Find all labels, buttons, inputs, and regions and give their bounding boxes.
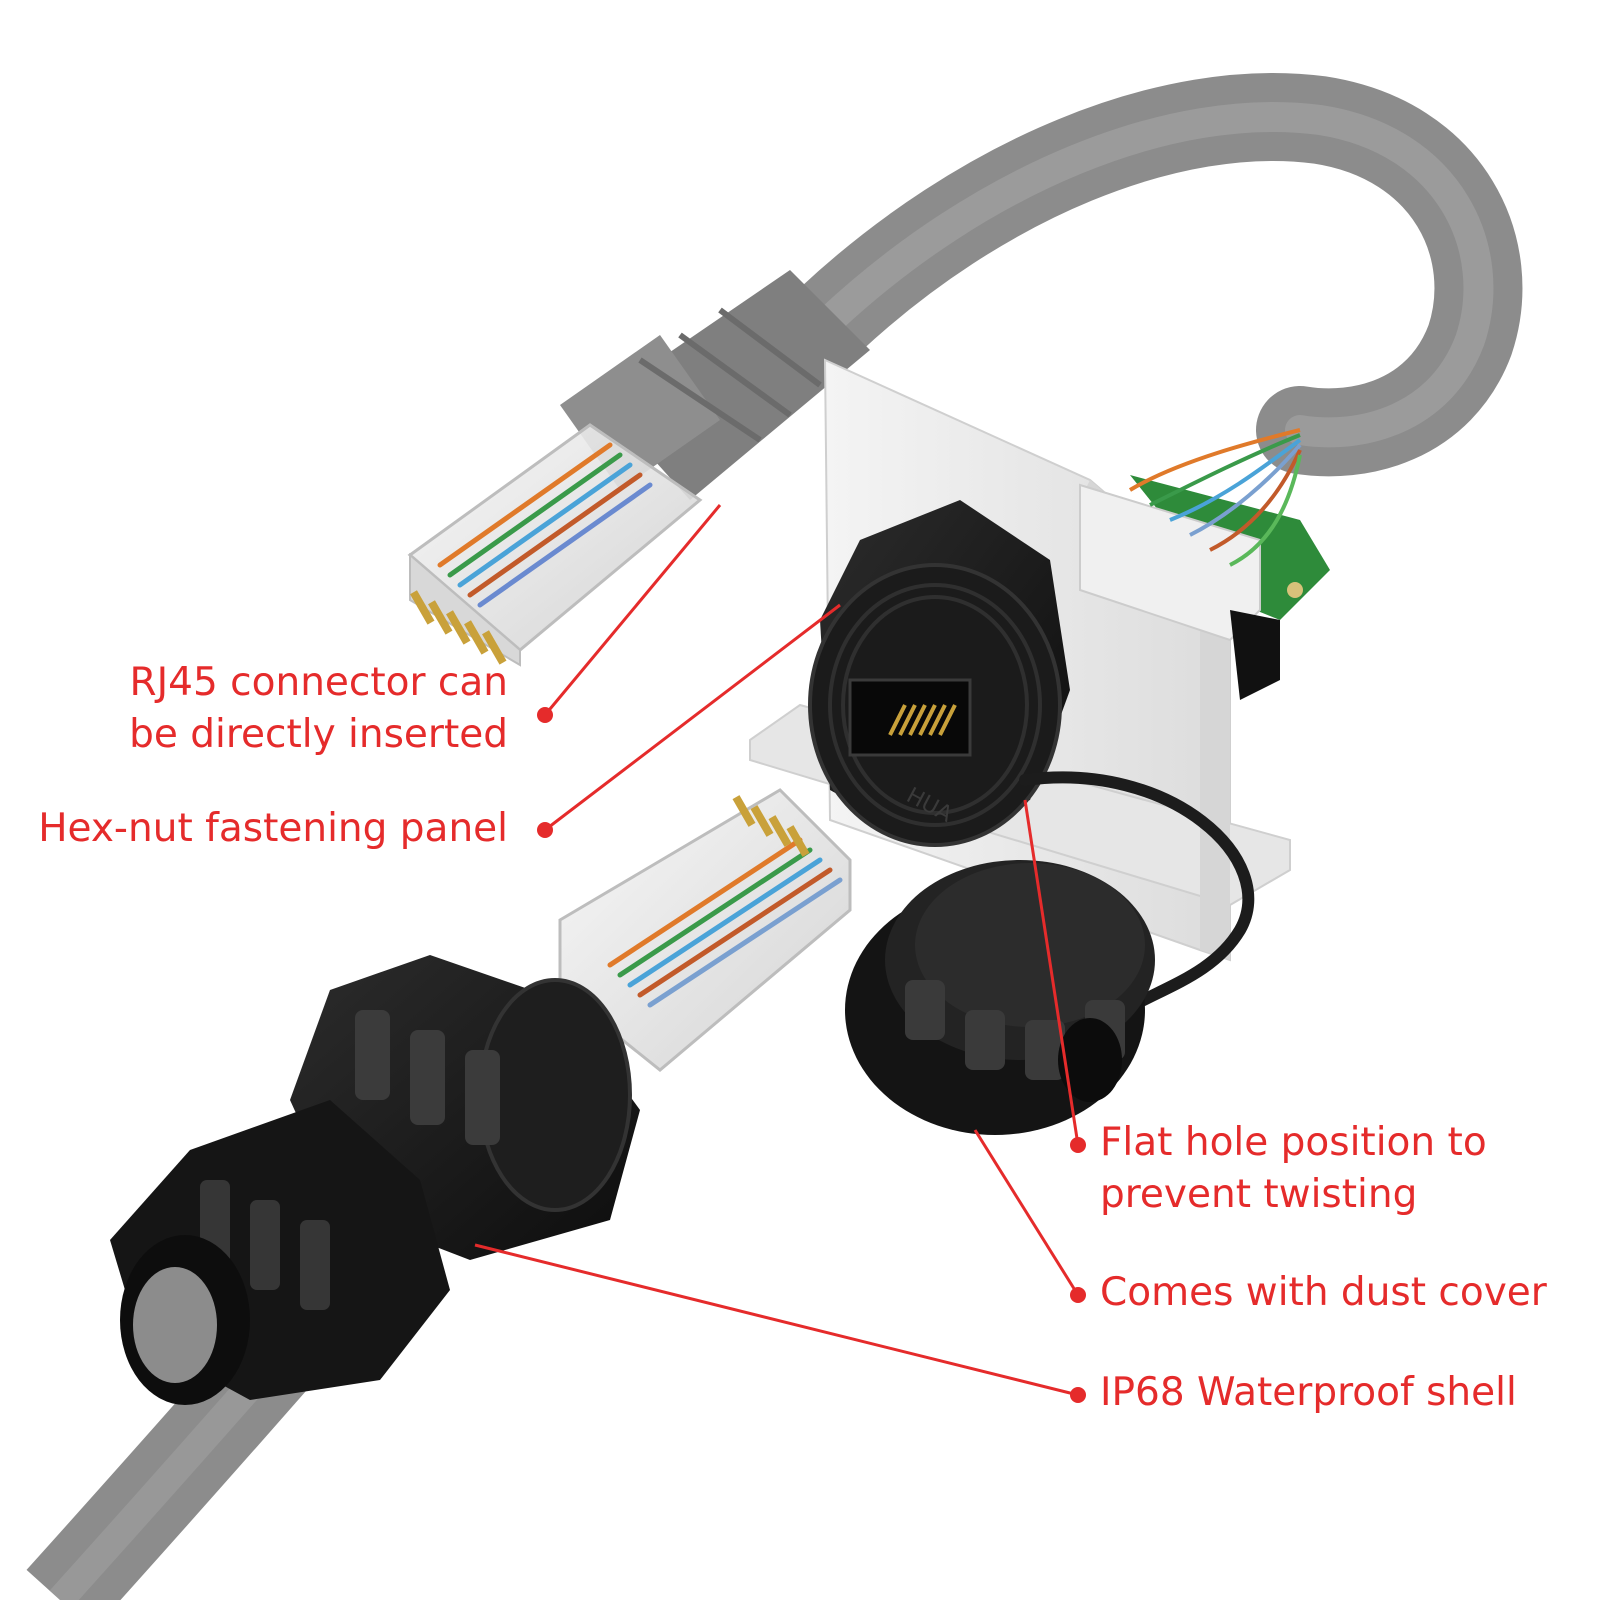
upper-rj45-plug [407,423,703,667]
callout-ip68-shell: IP68 Waterproof shell [1100,1370,1517,1415]
dust-cover-tether [1019,771,1255,1026]
callout-leaders [474,504,1080,1397]
receptacle-body: HUA [808,500,1070,847]
callout-dots [537,707,1086,1403]
upper-cable [786,73,1523,477]
rear-wires [1128,428,1302,567]
callout-hex-nut-panel: Hex-nut fastening panel [38,806,508,851]
callout-flat-hole: Flat hole position to prevent twisting [1100,1120,1487,1217]
callout-dot-rj45 [537,707,553,723]
dust-cover [845,860,1155,1135]
callout-dot-hex-nut [537,822,553,838]
waterproof-shell [110,955,640,1405]
callout-dot-flat-hole [1070,1137,1086,1153]
rear-pcb [1079,475,1330,700]
callout-dust-cover: Comes with dust cover [1100,1270,1547,1315]
callout-dot-dust-cover [1070,1287,1086,1303]
callout-rj45-direct-insert: RJ45 connector can be directly inserted [129,660,508,757]
lower-rj45-plug [558,788,852,1072]
callout-dot-ip68 [1070,1387,1086,1403]
